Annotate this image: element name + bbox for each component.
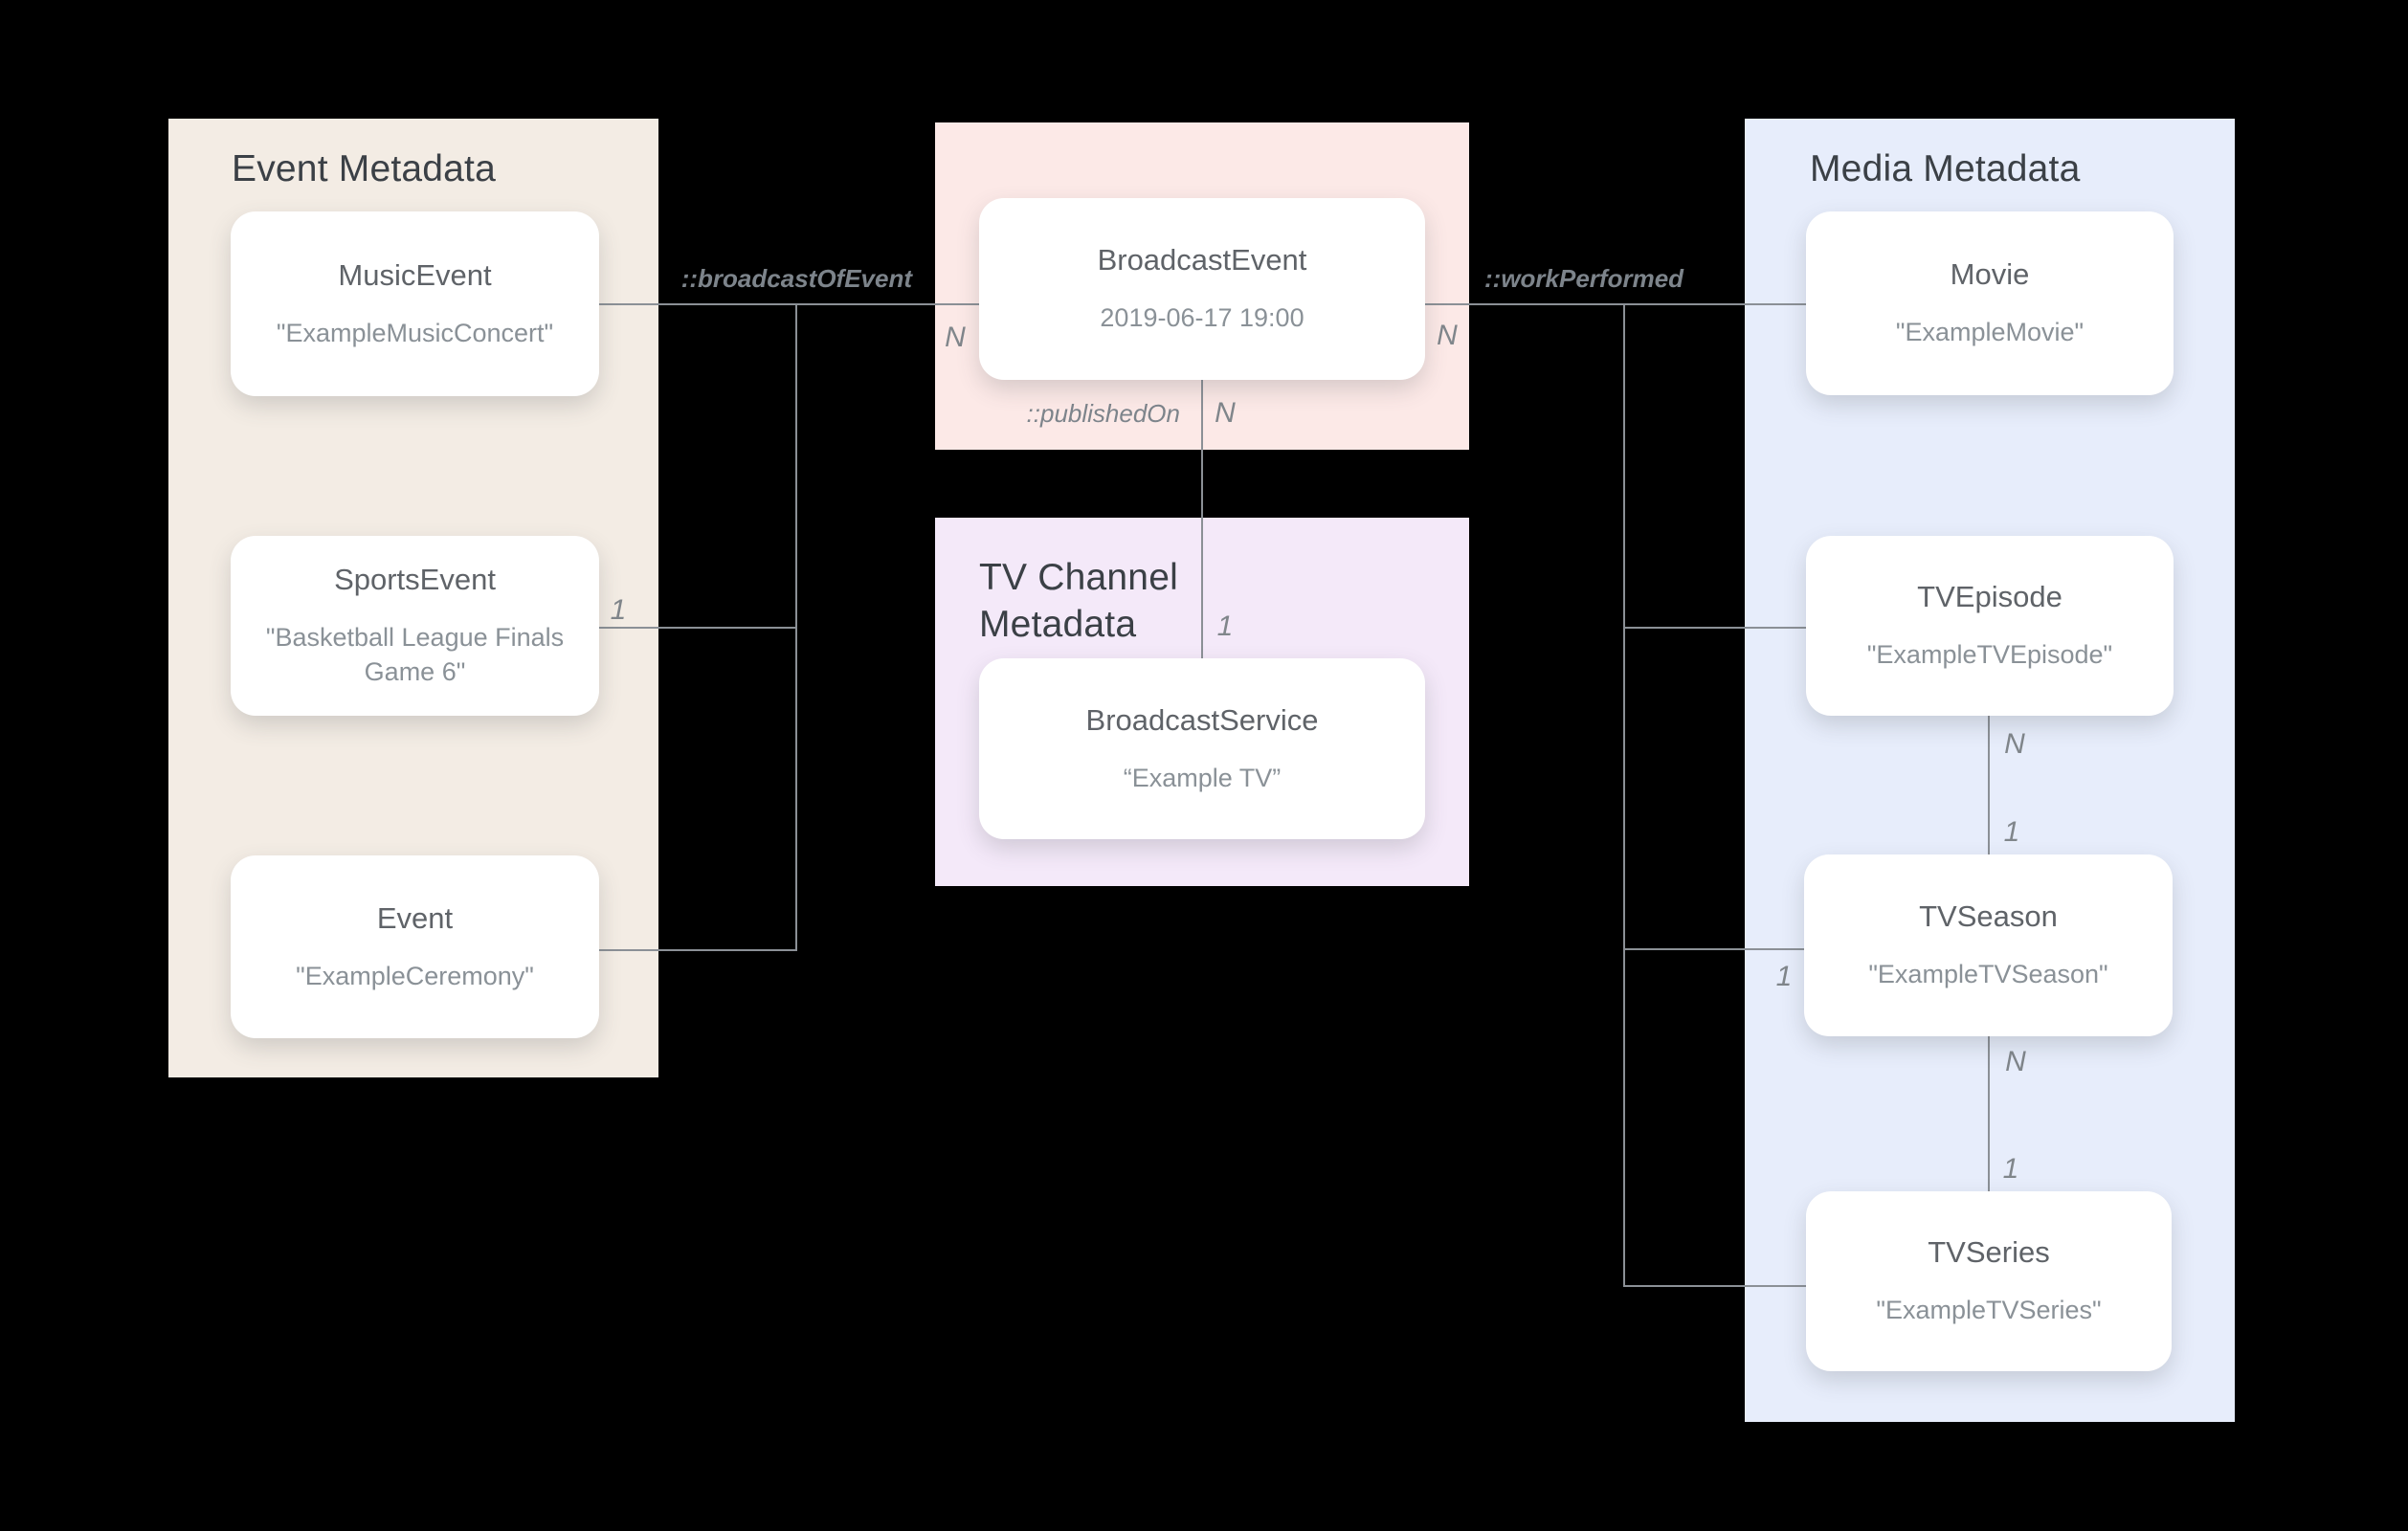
node-value: 2019-06-17 19:00 — [1100, 303, 1304, 333]
node-value: "ExampleTVSeries" — [1876, 1296, 2102, 1325]
node-title: TVEpisode — [1917, 580, 2062, 614]
node-broadcast-service: BroadcastService “Example TV” — [979, 658, 1425, 839]
node-value: "ExampleTVSeason" — [1868, 960, 2108, 989]
cardinality-broadcast-left-n: N — [945, 322, 966, 353]
cardinality-season-bottom-n: N — [2005, 1046, 2026, 1077]
node-music-event: MusicEvent "ExampleMusicConcert" — [231, 211, 599, 396]
node-event: Event "ExampleCeremony" — [231, 855, 599, 1038]
cardinality-series-top-1: 1 — [2002, 1153, 2019, 1185]
node-value: "Basketball League Finals Game 6" — [265, 623, 565, 687]
node-title: BroadcastEvent — [1097, 243, 1307, 277]
cardinality-published-bottom-1: 1 — [1216, 610, 1234, 642]
connector-right-trunk — [1623, 303, 1625, 1287]
node-title: SportsEvent — [334, 563, 496, 597]
connector-episode-season — [1988, 716, 1990, 854]
node-movie: Movie "ExampleMovie" — [1806, 211, 2174, 395]
node-value: "ExampleMusicConcert" — [276, 318, 554, 347]
connector-event-branch — [599, 949, 797, 951]
edge-label-work-performed: ::workPerformed — [1484, 264, 1684, 293]
panel-title-event-metadata: Event Metadata — [232, 148, 496, 189]
panel-title-media-metadata: Media Metadata — [1810, 148, 2081, 189]
node-value: "ExampleMovie" — [1895, 318, 2085, 347]
node-broadcast-event: BroadcastEvent 2019-06-17 19:00 — [979, 198, 1425, 380]
node-title: BroadcastService — [1085, 702, 1319, 737]
node-tv-season: TVSeason "ExampleTVSeason" — [1804, 854, 2173, 1036]
cardinality-episode-bottom-n: N — [2004, 728, 2025, 760]
connector-musicevent-broadcastevent — [599, 303, 979, 305]
node-value: "ExampleCeremony" — [296, 961, 534, 990]
cardinality-season-top-1: 1 — [2003, 816, 2020, 848]
edge-label-broadcast-of-event: ::broadcastOfEvent — [680, 264, 912, 293]
connector-tvseries-branch — [1624, 1285, 1807, 1287]
node-value: “Example TV” — [1123, 763, 1282, 792]
cardinality-season-left-1: 1 — [1775, 961, 1793, 992]
node-title: TVSeason — [1919, 899, 2058, 934]
cardinality-work-right-n: N — [1437, 320, 1458, 351]
connector-publishedon — [1201, 380, 1203, 658]
edge-label-published-on: ::publishedOn — [1026, 399, 1180, 428]
connector-tvseason-branch — [1624, 948, 1805, 950]
connector-sportsevent-branch — [599, 627, 797, 629]
panel-title-tv-channel-metadata: TV Channel Metadata — [979, 557, 1178, 646]
node-title: TVSeries — [1928, 1235, 2050, 1270]
node-title: Event — [376, 900, 454, 935]
node-title: MusicEvent — [338, 257, 492, 292]
connector-broadcastevent-movie — [1425, 303, 1807, 305]
node-tv-episode: TVEpisode "ExampleTVEpisode" — [1806, 536, 2174, 716]
connector-tvepisode-branch — [1624, 627, 1807, 629]
node-value: "ExampleTVEpisode" — [1866, 640, 2113, 670]
cardinality-published-top-n: N — [1215, 397, 1236, 429]
connector-season-series — [1988, 1036, 1990, 1191]
node-sports-event: SportsEvent "Basketball League Finals Ga… — [231, 536, 599, 716]
node-title: Movie — [1950, 257, 2030, 292]
node-tv-series: TVSeries "ExampleTVSeries" — [1806, 1191, 2172, 1371]
cardinality-sports-1: 1 — [610, 594, 627, 626]
